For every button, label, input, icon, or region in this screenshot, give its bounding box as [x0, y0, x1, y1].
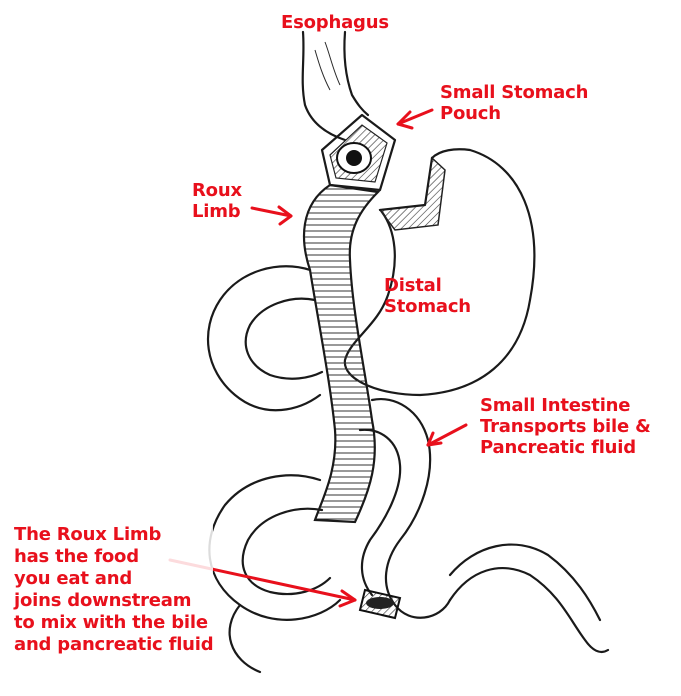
- roux-note-label: The Roux Limb has the food you eat and j…: [14, 524, 213, 656]
- roux-note-line: The Roux Limb: [14, 524, 213, 546]
- anastomosis-end: [360, 590, 400, 618]
- roux-limb-label-line: Limb: [192, 201, 242, 222]
- small-intestine-label-line: Pancreatic fluid: [480, 437, 651, 458]
- distal-stomach-label: Distal Stomach: [384, 275, 471, 317]
- roux-limb-tube: [304, 185, 378, 522]
- roux-note-line: and pancreatic fluid: [14, 634, 213, 656]
- pouch-label: Small Stomach Pouch: [440, 82, 588, 124]
- pouch-label-line: Pouch: [440, 103, 588, 124]
- esophagus-label: Esophagus: [281, 12, 389, 33]
- pouch-label-line: Small Stomach: [440, 82, 588, 103]
- distal-stomach-label-line: Stomach: [384, 296, 471, 317]
- roux-limb-label: Roux Limb: [192, 180, 242, 222]
- distal-stomach-label-line: Distal: [384, 275, 471, 296]
- small-intestine-loops: [208, 266, 608, 672]
- small-intestine-label-line: Small Intestine: [480, 395, 651, 416]
- roux-note-line: joins downstream: [14, 590, 213, 612]
- esophagus-tube: [303, 32, 368, 140]
- roux-note-line: you eat and: [14, 568, 213, 590]
- roux-note-line: to mix with the bile: [14, 612, 213, 634]
- distal-stomach: [345, 149, 534, 395]
- small-intestine-label: Small Intestine Transports bile & Pancre…: [480, 395, 651, 458]
- small-intestine-label-line: Transports bile &: [480, 416, 651, 437]
- roux-limb-label-line: Roux: [192, 180, 242, 201]
- small-stomach-pouch: [322, 115, 395, 190]
- roux-note-line: has the food: [14, 546, 213, 568]
